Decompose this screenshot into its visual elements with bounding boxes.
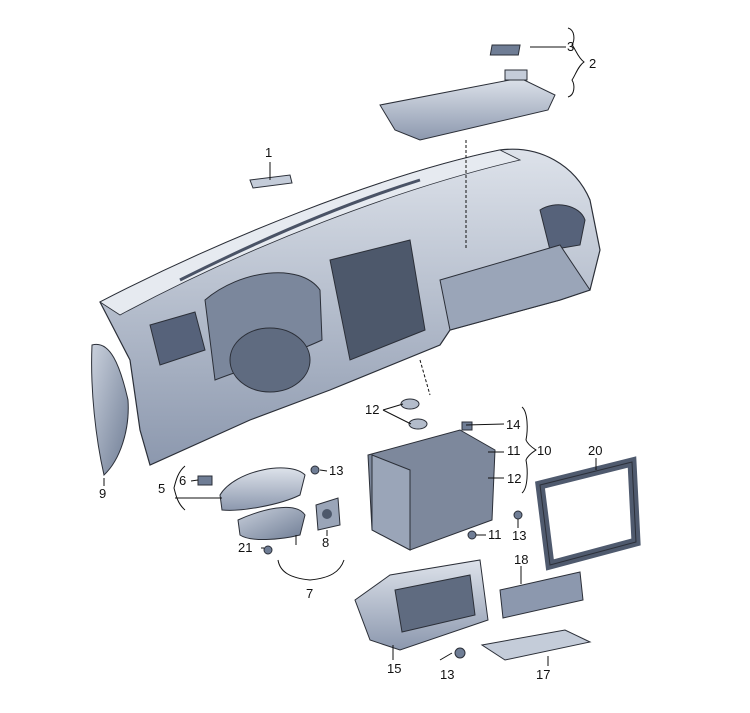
callout-9: 9 (99, 486, 107, 501)
lid-17 (480, 629, 592, 661)
switch-6 (197, 475, 213, 486)
screw-13a (513, 510, 523, 520)
callout-12-left: 12 (365, 402, 380, 417)
screw-13b (310, 465, 320, 475)
clip-b (408, 418, 428, 430)
storage-tray-opening (394, 574, 476, 633)
side-panel (91, 343, 129, 476)
panel-18 (499, 571, 584, 619)
column-cover-lower (237, 506, 306, 540)
callout-13-bracket: 13 (512, 528, 527, 543)
center-console-opening (329, 239, 426, 361)
dashboard-top-edge (99, 149, 522, 316)
small-cover (249, 174, 293, 189)
callout-18: 18 (514, 552, 529, 567)
callout-20: 20 (588, 443, 603, 458)
callout-5: 5 (158, 481, 166, 496)
radio-bracket-front (371, 454, 411, 551)
steering-column-opening (229, 327, 311, 393)
column-cover-upper (219, 467, 306, 511)
display-cap-base (504, 69, 528, 81)
dash-lower-right (439, 244, 591, 331)
right-vent (539, 204, 586, 251)
trim-frame-inner (539, 461, 637, 566)
callout-11-bottom: 11 (488, 527, 502, 542)
callout-21: 21 (238, 540, 253, 555)
callout-6: 6 (179, 473, 187, 488)
callout-15: 15 (387, 661, 402, 676)
callout-13-column: 13 (329, 463, 344, 478)
callout-3: 3 (567, 39, 575, 54)
screw-21 (263, 545, 273, 555)
trim-frame (535, 456, 641, 571)
leader-lines (103, 27, 597, 666)
clip-14 (461, 421, 473, 431)
callout-17: 17 (536, 667, 551, 682)
callout-1: 1 (265, 145, 273, 160)
callout-14: 14 (506, 417, 521, 432)
clip-a (400, 398, 420, 410)
ignition-hole (322, 509, 332, 519)
callout-13-tray: 13 (440, 667, 455, 682)
screw-13c (454, 647, 466, 659)
display-housing (379, 77, 556, 141)
callout-10: 10 (537, 443, 552, 458)
callout-8: 8 (322, 535, 330, 550)
callout-11-top: 11 (507, 443, 521, 458)
callout-2: 2 (589, 56, 597, 71)
nut-11 (467, 530, 477, 540)
defroster-vent (179, 178, 421, 282)
callout-7: 7 (306, 586, 314, 601)
callout-12-right: 12 (507, 471, 522, 486)
display-cap (489, 44, 521, 56)
left-vent (149, 311, 206, 366)
